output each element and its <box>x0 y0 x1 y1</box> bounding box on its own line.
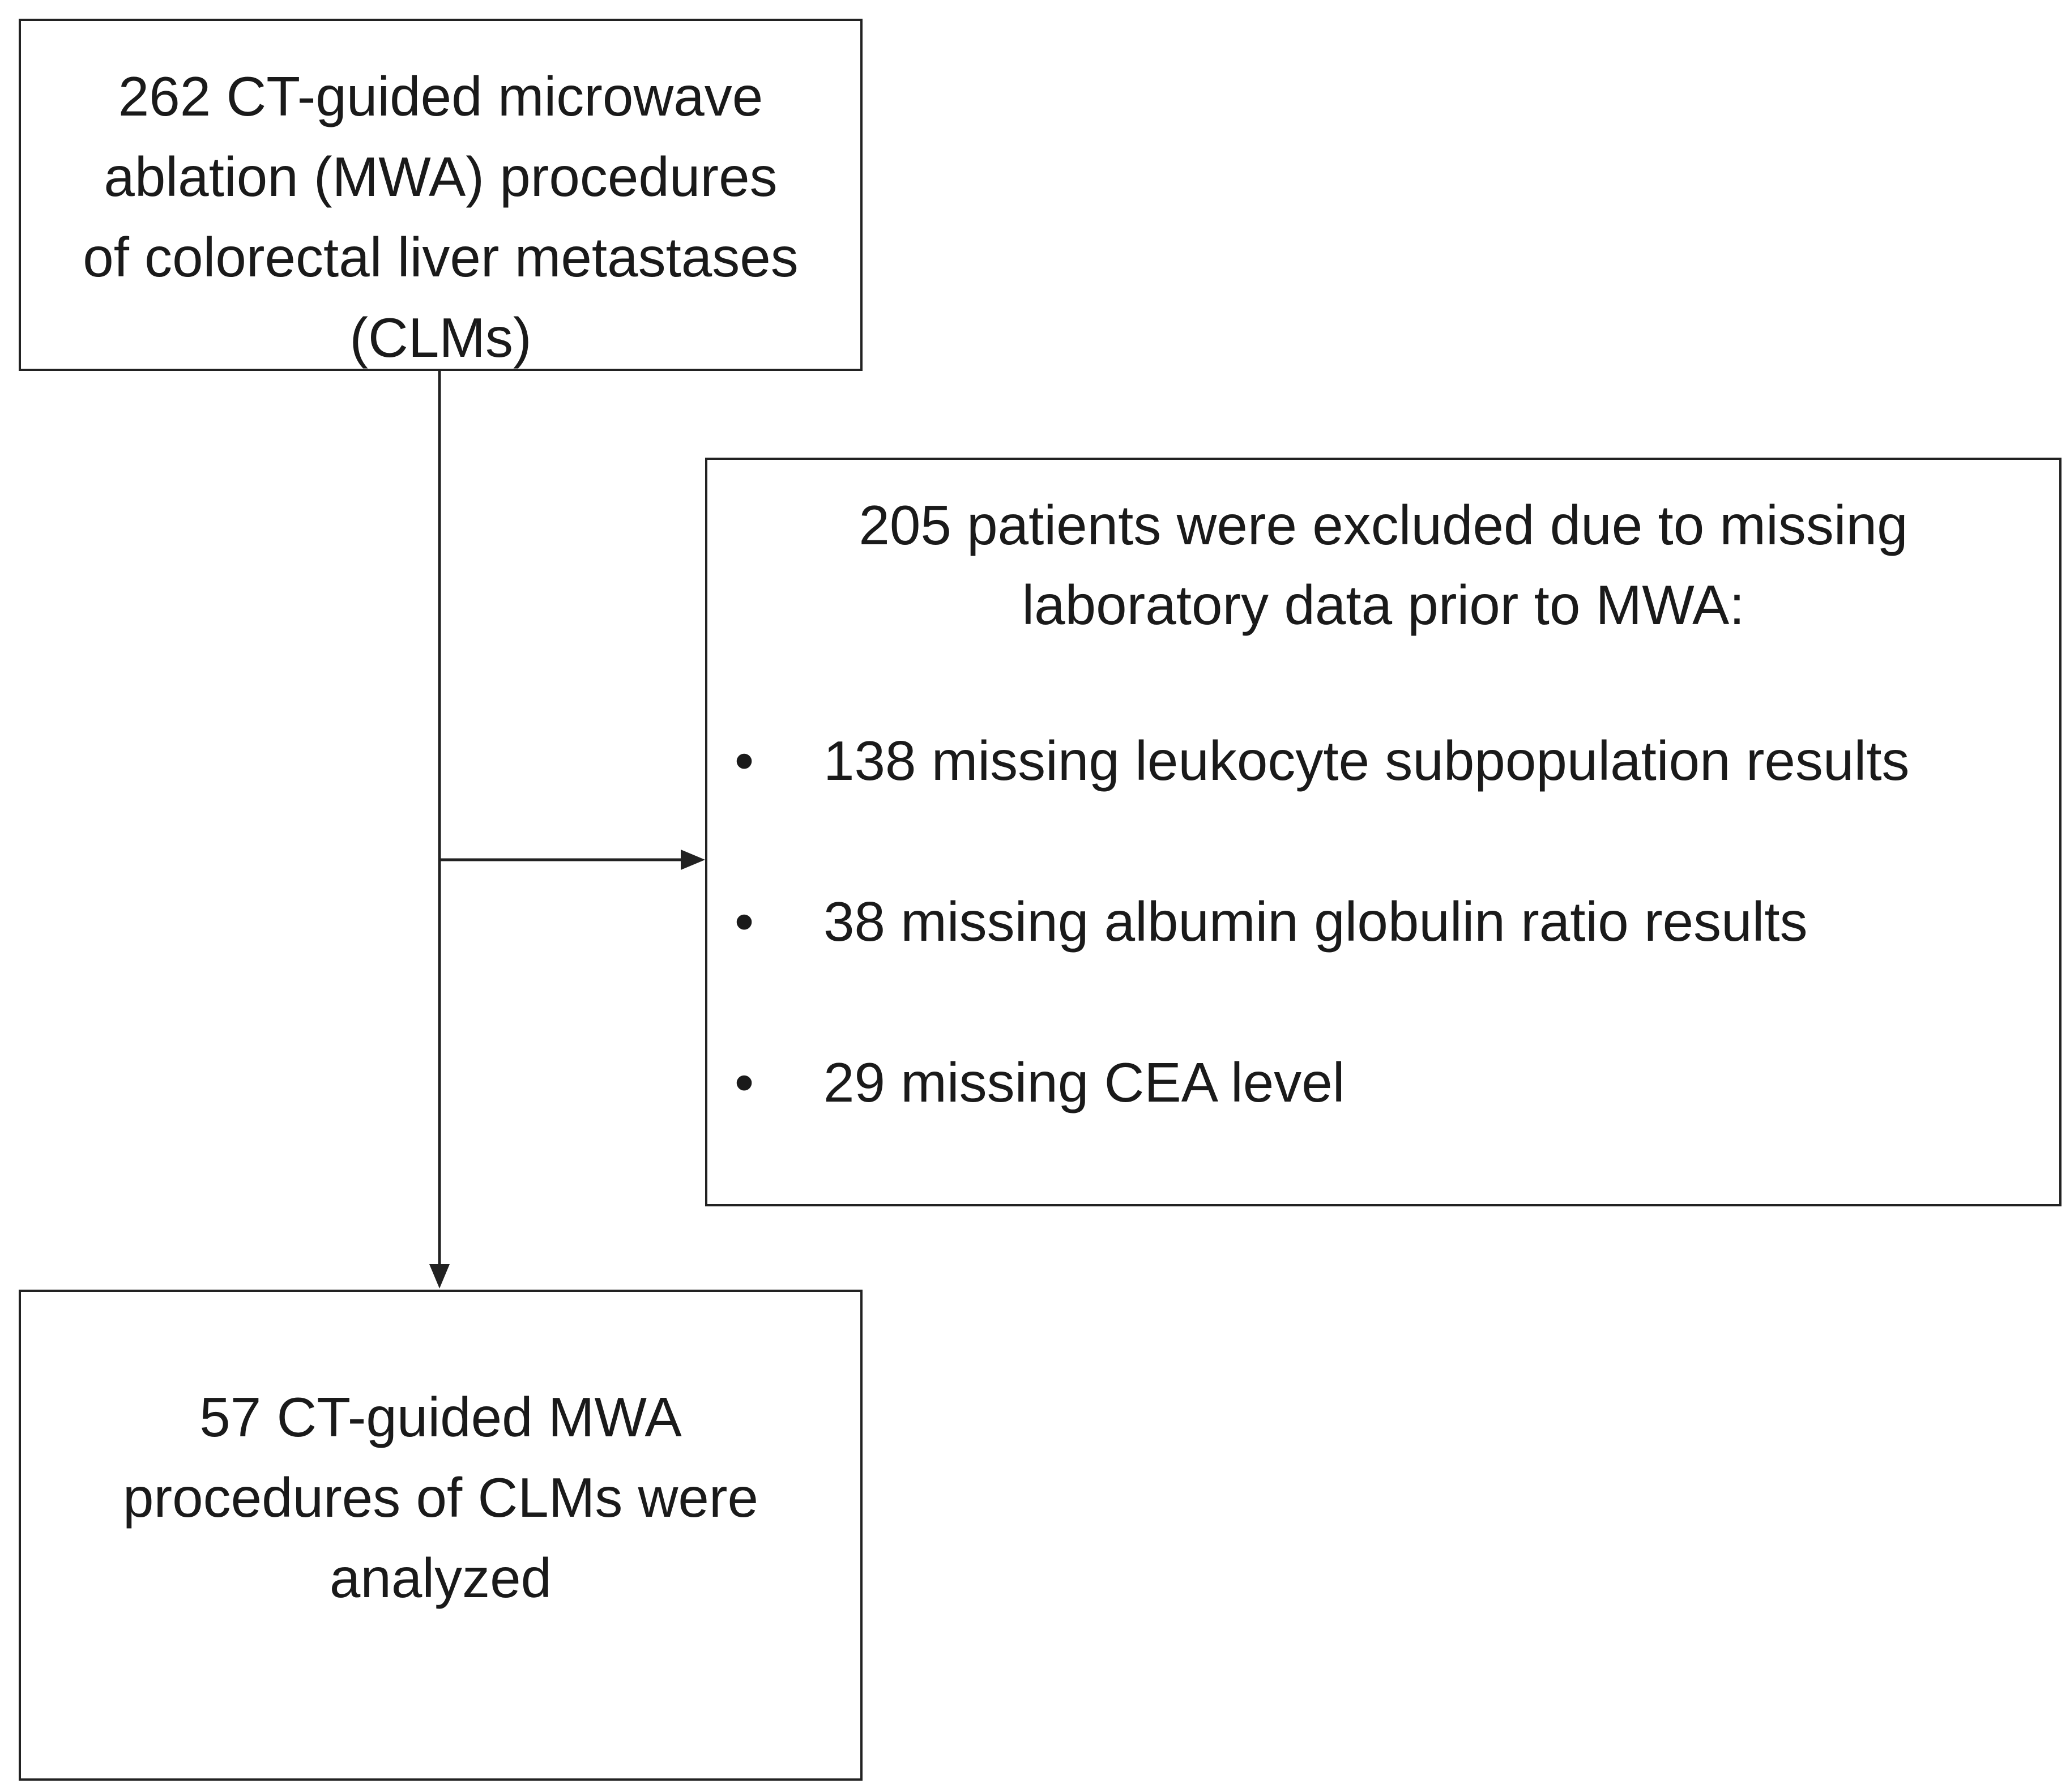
text-line: ablation (MWA) procedures <box>104 146 778 208</box>
analyzed-procedures-text: 57 CT-guided MWA procedures of CLMs were… <box>21 1377 860 1618</box>
bullet-icon: • <box>734 890 754 953</box>
total-procedures-box: 262 CT-guided microwave ablation (MWA) p… <box>19 19 863 371</box>
text-line: 57 CT-guided MWA <box>199 1386 682 1448</box>
exclusion-reason-leukocyte: 138 missing leukocyte subpopulation resu… <box>823 729 1910 792</box>
text-line: 205 patients were excluded due to missin… <box>859 494 1908 556</box>
total-procedures-text: 262 CT-guided microwave ablation (MWA) p… <box>21 56 860 378</box>
text-line: laboratory data prior to MWA: <box>1022 574 1745 636</box>
text-line: 262 CT-guided microwave <box>118 65 763 127</box>
exclusion-heading: 205 patients were excluded due to missin… <box>707 485 2059 645</box>
bullet-icon: • <box>734 729 754 792</box>
analyzed-procedures-box: 57 CT-guided MWA procedures of CLMs were… <box>19 1290 863 1781</box>
text-line: (CLMs) <box>349 306 532 369</box>
right-arrowhead <box>681 850 705 870</box>
exclusion-reason-cea: 29 missing CEA level <box>823 1051 1345 1113</box>
exclusion-reason-albumin: 38 missing albumin globulin ratio result… <box>823 890 1808 953</box>
text-line: analyzed <box>329 1547 552 1609</box>
text-line: procedures of CLMs were <box>122 1466 759 1529</box>
exclusion-box: 205 patients were excluded due to missin… <box>705 458 2062 1206</box>
bullet-icon: • <box>734 1051 754 1113</box>
down-arrowhead <box>429 1264 450 1288</box>
text-line: of colorectal liver metastases <box>83 226 799 288</box>
